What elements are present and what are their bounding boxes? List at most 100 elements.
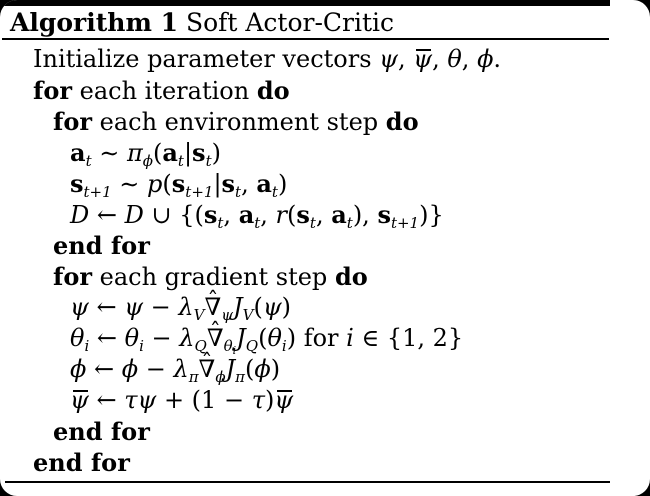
segment-keyword: end for	[53, 417, 150, 446]
segment-math-bold-var: a	[70, 138, 86, 167]
algorithm-line: at ∼ πϕ(at|st)	[0, 137, 650, 170]
segment-plain-text: ←	[88, 293, 125, 321]
algorithm-line: Initialize parameter vectors ψ, ψ, θ, ϕ.	[0, 44, 650, 75]
segment-math-italic-var: ϕ	[477, 45, 494, 73]
algorithm-line: end for	[0, 416, 650, 447]
segment-plain-text: ) for	[286, 324, 347, 352]
algorithm-line: ψ ← τψ + (1 − τ)ψ	[0, 385, 650, 416]
segment-math-bold-var: a	[331, 200, 347, 229]
segment-math-subscript: t	[205, 152, 212, 170]
segment-math-subscript: t	[217, 214, 224, 232]
segment-keyword: for	[53, 262, 92, 291]
segment-math-italic-var: p	[147, 170, 163, 198]
segment-plain-text: each gradient step	[91, 263, 335, 291]
segment-math-subscript: t	[271, 183, 278, 201]
segment-math-overbar-var: ψ	[70, 386, 89, 414]
segment-math-subscript: t+1	[390, 214, 420, 232]
segment-plain-text: ,	[432, 45, 448, 73]
algorithm-line: end for	[0, 230, 650, 261]
segment-math-italic-var: λ	[179, 324, 195, 352]
algorithm-line: ϕ ← ϕ − λπ∇ϕJπ(ϕ)	[0, 353, 650, 386]
segment-plain-text: −	[138, 355, 174, 383]
algorithm-line: end for	[0, 447, 650, 478]
segment-math-subscript: t	[177, 152, 184, 170]
segment-math-italic-var: ψ	[124, 293, 144, 321]
segment-math-italic-var: τψ	[124, 386, 157, 414]
segment-math-subscript: ϕ	[215, 368, 226, 386]
segment-math-subscript: t+1	[83, 183, 112, 201]
segment-plain-text: )}	[419, 201, 444, 229]
segment-math-bold-var: s	[221, 169, 236, 198]
segment-keyword: end for	[33, 448, 130, 477]
segment-plain-text: Initialize parameter vectors	[33, 45, 380, 73]
segment-plain-text: ←	[86, 355, 122, 383]
segment-math-italic-var: θ	[447, 45, 462, 73]
segment-math-bold-var: s	[171, 169, 186, 198]
segment-plain-text: Soft Actor-Critic	[178, 8, 395, 37]
segment-math-script-var: D	[124, 201, 144, 229]
segment-plain-text: ,	[461, 45, 478, 73]
segment-plain-text: each iteration	[71, 77, 257, 105]
segment-math-subscript: t	[254, 214, 261, 232]
segment-math-bold-var: s	[192, 138, 206, 167]
segment-keyword: do	[385, 107, 419, 136]
segment-math-hat-nabla: ∇	[204, 291, 221, 323]
algorithm-line: for each environment step do	[0, 106, 650, 137]
segment-math-subscript: t+1	[185, 183, 214, 201]
bottom-rule	[5, 481, 610, 483]
segment-plain-text: ←	[88, 386, 125, 414]
segment-plain-text: (	[287, 201, 297, 229]
segment-plain-text: + (1 −	[156, 386, 252, 414]
algorithm-line: for each gradient step do	[0, 261, 650, 292]
segment-math-bold-var: a	[256, 169, 272, 198]
segment-plain-text: ∪ {(	[143, 201, 204, 229]
segment-math-subscript: ψ	[221, 306, 233, 324]
segment-plain-text: ,	[260, 201, 276, 229]
segment-math-subscript: θ	[223, 337, 233, 355]
segment-math-italic-var: ψ	[379, 45, 398, 73]
segment-plain-text: |	[183, 139, 193, 167]
segment-math-italic-var: λ	[178, 293, 194, 321]
segment-plain-text: −	[143, 324, 180, 352]
segment-math-overbar-var: ψ	[274, 386, 294, 414]
segment-math-bold-var: a	[238, 200, 255, 229]
segment-plain-text: −	[143, 293, 179, 321]
segment-math-subscript: i	[281, 337, 287, 355]
segment-plain-text: (	[258, 324, 268, 352]
segment-keyword: for	[33, 76, 72, 105]
segment-math-bold-var: s	[203, 200, 218, 229]
algorithm-line: D ← D ∪ {(st, at, r(st, at), st+1)}	[0, 199, 650, 232]
segment-math-italic-var: J	[233, 293, 243, 321]
segment-plain-text: ,	[315, 201, 332, 229]
segment-plain-text: ,	[223, 201, 239, 229]
algorithm-line: θi ← θi − λQ∇θiJQ(θi) for i ∈ {1, 2}	[0, 322, 650, 356]
segment-math-italic-var: i	[346, 324, 354, 352]
top-rule	[0, 0, 610, 6]
algorithm-body: Initialize parameter vectors ψ, ψ, θ, ϕ.…	[0, 44, 650, 478]
segment-math-subscript: t	[346, 214, 353, 232]
segment-math-subscript: V	[193, 306, 205, 324]
segment-plain-text: ∈ {1, 2}	[353, 324, 464, 352]
segment-math-hat-nabla: ∇	[199, 353, 216, 385]
segment-math-italic-var: J	[236, 324, 246, 352]
segment-math-subscript: π	[188, 368, 199, 386]
segment-plain-text: (	[162, 170, 172, 198]
segment-plain-text: )	[264, 386, 275, 414]
segment-math-bold-var: s	[70, 169, 84, 198]
segment-plain-text: ,	[397, 45, 414, 73]
segment-math-bold-var: a	[162, 138, 178, 167]
segment-math-subscript: t	[235, 183, 242, 201]
segment-keyword: do	[256, 76, 290, 105]
segment-math-italic-var: ψ	[262, 293, 282, 321]
segment-plain-text: ∼	[111, 170, 148, 198]
segment-math-subscript: Q	[245, 337, 259, 355]
segment-plain-text: ←	[89, 324, 125, 352]
segment-plain-text: each environment step	[91, 108, 386, 136]
segment-math-subscript: i	[139, 337, 144, 355]
segment-math-overbar-var: ψ	[413, 45, 433, 73]
segment-plain-text: (	[253, 293, 263, 321]
segment-keyword: end for	[53, 231, 150, 260]
segment-math-script-var: D	[70, 201, 90, 229]
segment-plain-text: ,	[241, 170, 257, 198]
